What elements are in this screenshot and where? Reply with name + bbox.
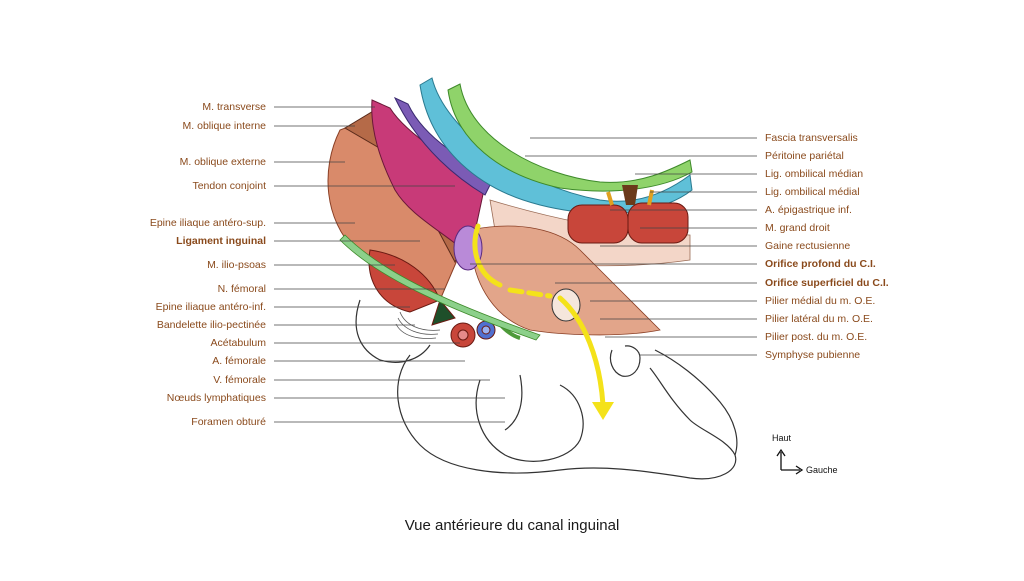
label-left-10: Acétabulum [210, 337, 266, 349]
label-left-2: M. oblique externe [179, 156, 266, 168]
m-grand-droit-shapes [567, 202, 689, 244]
label-left-5: Ligament inguinal [176, 235, 266, 247]
label-left-4: Epine iliaque antéro-sup. [149, 217, 266, 229]
label-left-9: Bandelette ilio-pectinée [156, 319, 266, 331]
orientation-up-label: Haut [772, 433, 792, 443]
label-right-5: M. grand droit [765, 222, 830, 234]
label-right-7: Orifice profond du C.I. [765, 258, 876, 270]
label-left-0: M. transverse [202, 101, 266, 113]
orientation-arrows [776, 448, 804, 475]
ligament-inguinal-shape [339, 234, 541, 341]
peritoine-shape [447, 83, 693, 192]
label-left-12: V. fémorale [213, 374, 266, 386]
label-right-0: Fascia transversalis [765, 132, 858, 144]
label-right-9: Pilier médial du m. O.E. [765, 295, 876, 307]
label-left-6: M. ilio-psoas [207, 259, 266, 271]
label-right-4: A. épigastrique inf. [765, 204, 852, 216]
canal-path-arrowhead [592, 402, 614, 420]
figure-caption: Vue antérieure du canal inguinal [404, 517, 620, 534]
label-left-1: M. oblique interne [182, 120, 266, 132]
label-right-12: Symphyse pubienne [765, 349, 861, 361]
label-right-2: Lig. ombilical médian [765, 168, 864, 180]
label-left-11: A. fémorale [212, 355, 266, 367]
label-right-8: Orifice superficiel du C.I. [765, 277, 889, 289]
label-left-8: Epine iliaque antéro-inf. [155, 301, 266, 313]
acetabulum-shape [395, 311, 441, 339]
leader-lines [274, 106, 757, 423]
label-right-11: Pilier post. du m. O.E. [765, 331, 868, 343]
label-right-3: Lig. ombilical médial [765, 186, 860, 198]
label-left-13: Nœuds lymphatiques [166, 392, 266, 404]
label-left-3: Tendon conjoint [192, 180, 266, 192]
label-left-14: Foramen obturé [191, 416, 266, 428]
label-right-6: Gaine rectusienne [765, 240, 851, 252]
label-right-10: Pilier latéral du m. O.E. [765, 313, 873, 325]
canal-muscle-shape [469, 225, 661, 336]
label-left-7: N. fémoral [217, 283, 266, 295]
lig-ombilical-shapes [606, 185, 654, 206]
label-right-1: Péritoine pariétal [765, 150, 844, 162]
orientation-right-label: Gauche [806, 465, 838, 475]
canal-path [472, 223, 606, 408]
